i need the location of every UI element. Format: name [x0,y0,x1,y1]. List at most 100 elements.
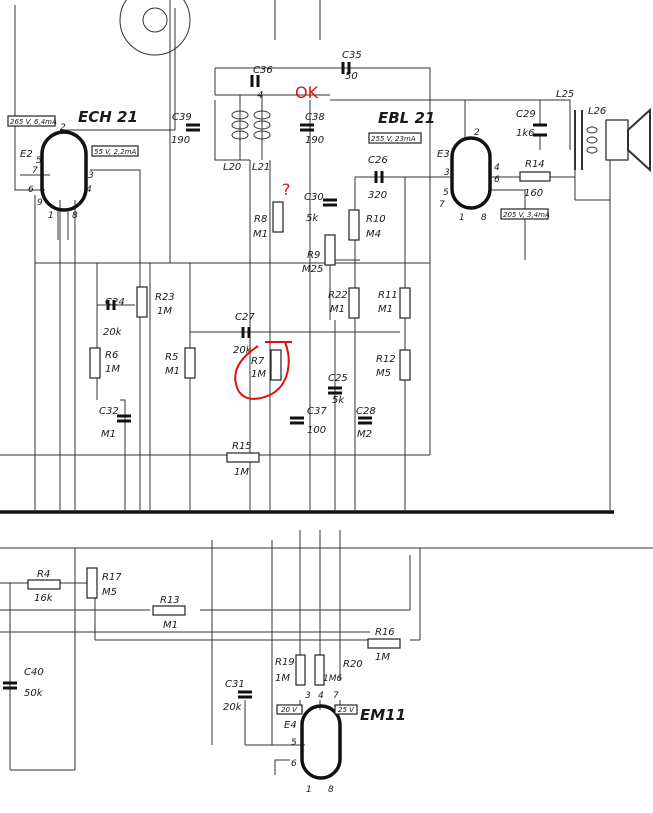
ebl21-screen-box [500,208,549,220]
c28-value: M2 [357,429,372,440]
r23-value: 1M [157,306,172,317]
l26-ref: L26 [588,106,606,117]
c32-icon [117,414,131,423]
pin: 8 [328,785,334,795]
c38-value: 190 [305,135,324,146]
c35-icon [341,62,351,74]
r23-ref: R23 [155,292,175,303]
c25-ref: C25 [328,373,348,384]
pin: 8 [72,211,78,221]
c26-icon [374,171,384,183]
ech21-tube-icon [40,130,88,212]
c25-icon [328,386,342,395]
c40-ref: C40 [24,667,44,678]
c31-value: 20k [223,702,243,713]
r5-ref: R5 [165,352,178,363]
em11-box-right-text: 25 V [338,706,355,714]
pin: 3 [305,691,311,701]
r20-icon [314,654,325,686]
r6-icon [89,347,101,379]
r15-icon [226,452,260,463]
r19-ref: R19 [275,657,295,668]
c27-value: 20k [233,345,253,356]
r16-icon [367,638,401,649]
r16-ref: R16 [375,627,395,638]
pin: 1 [306,785,312,795]
r8-value: M1 [253,229,268,240]
c39-icon [186,123,200,132]
r11-ref: R11 [378,290,398,301]
question-annotation: ? [282,180,291,199]
r9-icon [324,234,336,266]
r12-value: M5 [376,368,391,379]
r15-ref: R15 [232,441,252,452]
em11-box-right [334,704,358,715]
ech21-grid-box [91,145,139,157]
c32-value: M1 [101,429,116,440]
r19-icon [295,654,306,686]
c30-ref: C30 [304,192,324,203]
r11-value: M1 [378,304,393,315]
em11-tube-icon [300,704,342,780]
ech21-heater-arrows-icon [57,210,69,240]
c24-icon [106,300,116,310]
r7-circle-annotation [234,341,292,400]
c29-value: 1k6 [516,128,535,139]
c27-ref: C27 [235,312,255,323]
em11-box-left [276,704,303,715]
c26-ref: C26 [368,155,388,166]
ebl21-ref: E3 [437,149,450,160]
c36-value: 4 [257,90,263,101]
r20-ref: R20 [343,659,363,670]
r10-value: M4 [366,229,381,240]
pin: 5 [291,738,297,748]
c39-value: 190 [171,135,190,146]
r16-value: 1M [375,652,390,663]
r23-icon [136,286,148,318]
em11-ref: E4 [284,720,297,731]
ebl21-pins: 2 4 3 6 5 7 1 8 [439,128,500,223]
r4-icon [27,579,61,590]
c36-icon [250,75,260,87]
capacitors [3,62,547,699]
r10-ref: R10 [366,214,386,225]
l20-ref: L20 [223,162,241,173]
r4-value: 16k [34,593,54,604]
r10-icon [348,209,360,241]
r9-ref: R9 [307,250,320,261]
em11-box-left-text: 20 V [281,706,298,714]
r22-ref: R22 [328,290,348,301]
pin: 7 [439,200,445,210]
c37-icon [290,416,304,425]
output-transformer-icon [574,110,598,170]
c39-ref: C39 [172,112,192,123]
pin: 7 [333,691,339,701]
c27-icon [241,327,251,338]
r13-value: M1 [163,620,178,631]
pin: 3 [88,171,94,181]
wave-switch-rotor-icon [142,7,168,33]
c40-value: 50k [24,688,44,699]
c25-value: 5k [332,395,345,406]
ebl21-anode-box [368,132,422,144]
c36-ref: C36 [253,65,273,76]
pin: 6 [28,185,34,195]
pin: 6 [494,175,500,185]
pin: 2 [474,128,480,138]
r12-ref: R12 [376,354,396,365]
r20-value: 1M6 [323,674,342,684]
pin: 6 [291,759,297,769]
pin: 4 [318,691,324,701]
ebl21-label: EBL 21 [378,109,435,127]
ebl21-tube-icon [450,136,492,210]
r12-icon [399,349,411,381]
r13-icon [152,605,186,616]
r8-icon [272,201,284,233]
pin: 9 [37,198,43,208]
r22-value: M1 [330,304,345,315]
pin: 1 [48,211,54,221]
c40-icon [3,681,17,690]
pin: 5 [36,156,42,166]
r4-ref: R4 [37,569,50,580]
c31-ref: C31 [225,679,245,690]
